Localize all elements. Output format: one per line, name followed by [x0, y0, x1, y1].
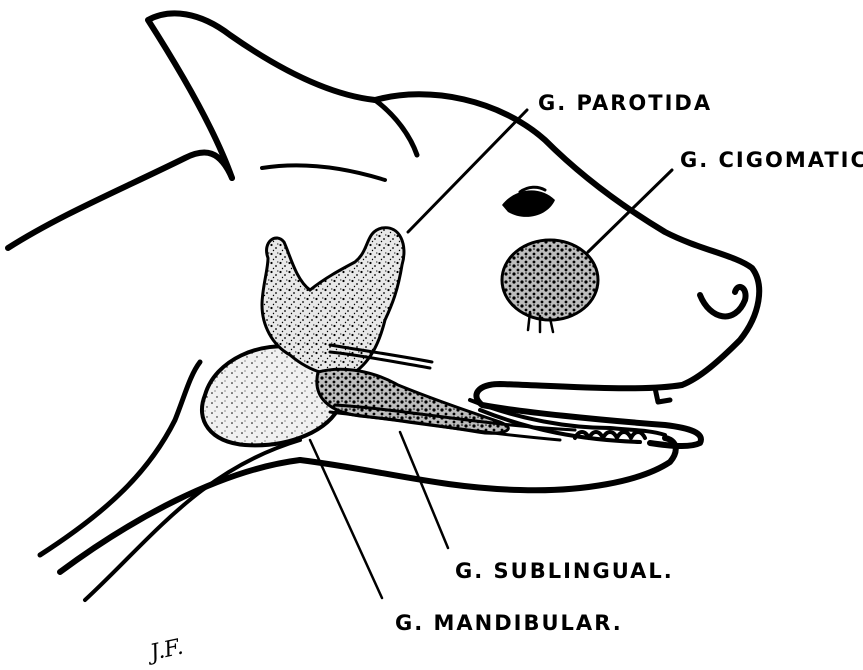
leader-mandibular	[310, 440, 382, 598]
label-sublingual: G. SUBLINGUAL.	[455, 559, 674, 583]
leader-cigomatica	[588, 170, 672, 252]
brow-line	[262, 165, 385, 180]
leader-sublingual	[400, 432, 448, 548]
back-of-neck-line	[8, 153, 232, 248]
ear-inner-fold	[375, 100, 417, 155]
leader-parotida	[408, 110, 527, 232]
label-mandibular: G. MANDIBULAR.	[395, 611, 623, 635]
forehead-and-snout-top	[375, 94, 759, 385]
label-cigomatica: G. CIGOMATICA	[680, 148, 863, 172]
lower-jaw-line	[300, 438, 676, 490]
neck-contour-outer	[40, 362, 200, 555]
zygomatic-gland	[502, 240, 598, 332]
label-parotida: G. PAROTIDA	[538, 91, 712, 115]
artist-signature: J.F.	[144, 635, 185, 667]
nose	[700, 287, 746, 316]
ear-outline	[148, 13, 375, 178]
dog-eye	[502, 187, 555, 217]
parotid-gland	[262, 228, 432, 375]
